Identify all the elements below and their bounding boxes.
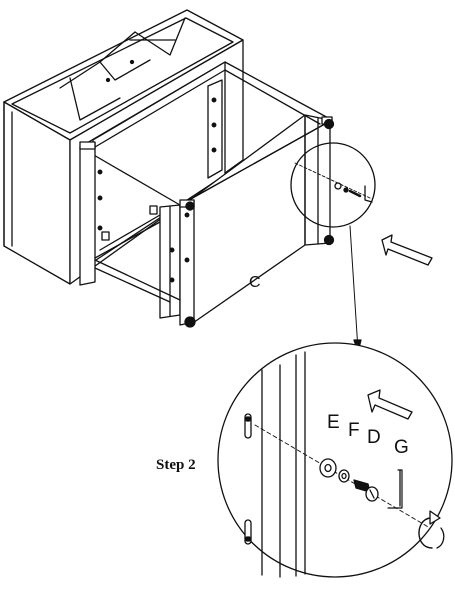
direction-arrow-top: [381, 234, 433, 266]
detail-callout-small: [290, 142, 376, 353]
part-label-c: C: [249, 274, 261, 291]
hardware-label-d: D: [367, 427, 381, 448]
drawer-frame: [79, 61, 335, 328]
hardware-label-f: F: [348, 420, 360, 441]
direction-arrow-detail: [367, 389, 413, 420]
hardware-label-e: E: [327, 412, 340, 433]
detail-callout-large: [217, 342, 453, 578]
hardware-label-g: G: [394, 437, 409, 458]
step-label: Step 2: [156, 457, 196, 473]
